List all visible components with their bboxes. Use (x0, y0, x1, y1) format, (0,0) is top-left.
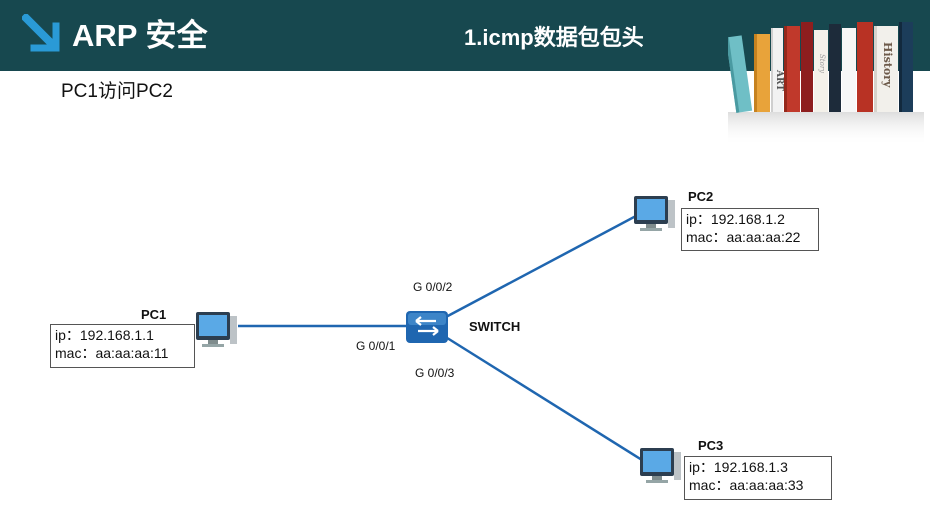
pc3-name: PC3 (698, 438, 724, 453)
link-switch-pc2 (443, 214, 637, 320)
switch-label: SWITCH (469, 319, 521, 334)
link-switch-pc3 (443, 334, 643, 462)
pc1-info-box: ip：192.168.1.1 mac：aa:aa:aa:11 (50, 324, 195, 368)
pc2-name: PC2 (688, 189, 714, 204)
arrow-down-right-icon (22, 14, 60, 52)
scene-caption: PC1访问PC2 (61, 81, 173, 102)
pc2-ip: ip：192.168.1.2 (686, 211, 785, 227)
page-title: ARP 安全 (72, 18, 208, 53)
svg-text:History: History (881, 42, 894, 88)
pc3-ip: ip：192.168.1.3 (689, 459, 788, 475)
pc3-mac: mac：aa:aa:aa:33 (689, 477, 804, 493)
port-label-g002: G 0/0/2 (413, 280, 453, 294)
switch-icon (406, 311, 448, 343)
pc1-mac: mac：aa:aa:aa:11 (55, 345, 169, 361)
svg-text:Story: Story (818, 54, 826, 74)
pc1-name: PC1 (141, 307, 167, 322)
pc2-computer-icon (634, 196, 675, 231)
svg-text:ART: ART (774, 69, 784, 91)
books-illustration: ART Story History (728, 22, 924, 146)
pc2-mac: mac：aa:aa:aa:22 (686, 229, 801, 245)
pc1-ip: ip：192.168.1.1 (55, 327, 154, 343)
pc3-computer-icon (640, 448, 681, 483)
pc2-info-box: ip：192.168.1.2 mac：aa:aa:aa:22 (681, 208, 819, 251)
pc3-info-box: ip：192.168.1.3 mac：aa:aa:aa:33 (684, 456, 832, 500)
page-subtitle: 1.icmp数据包包头 (464, 25, 644, 50)
port-label-g001: G 0/0/1 (356, 339, 396, 353)
pc1-computer-icon (196, 312, 237, 347)
port-label-g003: G 0/0/3 (415, 366, 455, 380)
